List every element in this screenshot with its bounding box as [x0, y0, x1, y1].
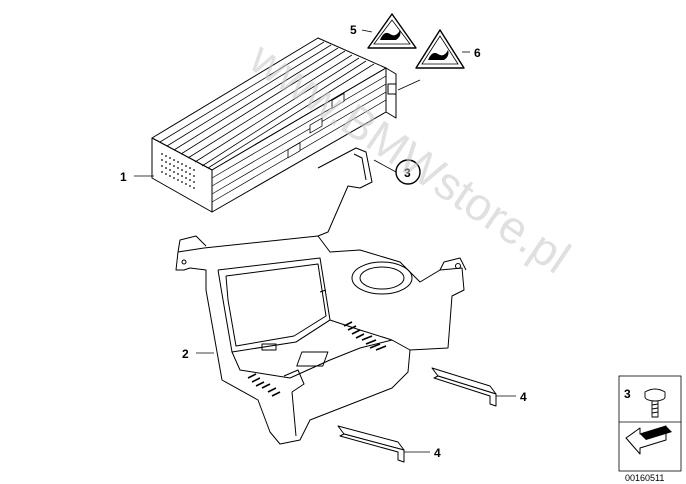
legend-box: 3 [618, 375, 682, 472]
bolt-icon [644, 388, 666, 418]
callout-4-upper: 4 [520, 390, 527, 404]
callout-2: 2 [182, 347, 189, 361]
mounting-bracket [175, 147, 467, 445]
amplifier-unit [151, 37, 397, 213]
legend-callout-3: 3 [624, 387, 631, 401]
mounting-clip-upper [431, 367, 497, 407]
callout-3: 3 [404, 166, 411, 180]
leader-lines [134, 29, 516, 453]
callout-circle [395, 159, 421, 185]
callout-1: 1 [120, 170, 127, 184]
arrow-icon [625, 425, 672, 455]
warning-triangle-icon [415, 29, 465, 69]
callout-6: 6 [474, 46, 481, 60]
reference-number: 00160511 [625, 473, 664, 483]
callout-5: 5 [350, 23, 357, 37]
callout-4-lower: 4 [434, 446, 441, 460]
warning-triangle-icon [367, 13, 417, 49]
mounting-clip-lower [337, 425, 405, 463]
